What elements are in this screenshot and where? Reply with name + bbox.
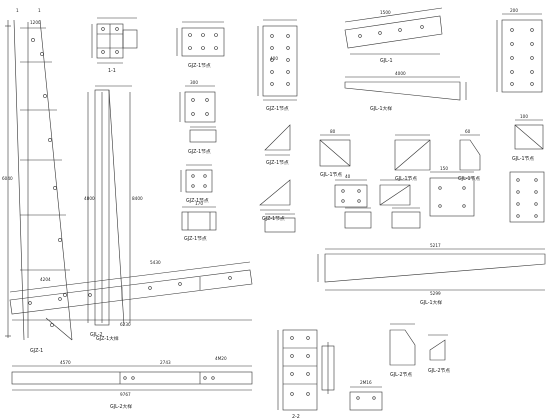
label-gjl2-b: GJL-2节点	[390, 372, 412, 378]
plate-gjl-bolt-b	[379, 179, 411, 206]
dim-150: 150	[440, 166, 448, 171]
dim-400: 400	[270, 56, 278, 61]
label-gjz-node-d: GJZ-1节点	[184, 236, 207, 242]
dim-80: 80	[330, 129, 336, 134]
plate-gjl-end	[496, 13, 543, 93]
dim-100: 100	[520, 114, 528, 119]
label-gjz-stiff-a: GJZ-1节点	[266, 160, 289, 166]
label-gjl2-c: GJL-2节点	[428, 368, 450, 374]
label-gjl1: GJL-1	[380, 58, 393, 64]
plate-gjl-bolt-d	[509, 171, 545, 223]
node-gjl-d	[514, 119, 544, 150]
label-gjl2: GJL-2	[90, 332, 103, 338]
section-1-1	[91, 17, 138, 64]
dim-5217: 5217	[430, 243, 441, 248]
beam-gjl1-side	[317, 248, 546, 291]
node-gjl2-b	[349, 386, 383, 411]
dim-2743: 2743	[160, 360, 171, 365]
dim-5299: 5299	[430, 291, 441, 296]
label-gjl-tri: GJL-1节点	[320, 172, 342, 178]
plate-gjz-node-b	[179, 85, 217, 143]
beam-gjl1-detail	[344, 76, 467, 101]
dim-300: 300	[190, 80, 198, 85]
label-section-1-1: 1-1	[108, 68, 116, 74]
stiffener-gjz-a	[264, 124, 291, 156]
dim-9767: 9767	[120, 392, 131, 397]
label-gjl-b: GJL-1节点	[395, 176, 417, 182]
dim-6230: 6230	[120, 322, 131, 327]
node-gjl2-a	[389, 323, 416, 366]
label-gjl-c: GJL-1节点	[458, 176, 480, 182]
section-2-2	[277, 329, 318, 411]
plate-gjl-bolt-e	[344, 207, 372, 229]
label-gjz-stiff-b: GJZ-1节点	[262, 216, 285, 222]
label-gjz1-detail: GJZ-1大样	[96, 335, 119, 342]
plate-gjl-bolt-a	[334, 179, 368, 208]
node-gjl-c	[459, 134, 481, 171]
dim-1200: 1200	[30, 20, 41, 25]
dim-1500: 1500	[380, 10, 391, 15]
dim-4570: 4570	[60, 360, 71, 365]
label-gjz1: GJZ-1	[30, 348, 43, 354]
beam-gjl2-detail	[11, 365, 253, 391]
dim-6040: 6040	[2, 176, 13, 181]
dim-4m20: 4M20	[215, 356, 227, 361]
stiffener-gjz-b	[259, 179, 291, 211]
label-gjz-node-e: GJZ-1节点	[266, 106, 289, 112]
section-2-2-side	[321, 342, 335, 394]
beam-gjl1	[344, 7, 443, 55]
node-gjl-b	[394, 134, 431, 171]
label-section-2-2: 2-2	[292, 414, 300, 420]
plate-gjl-bolt-f	[391, 207, 421, 229]
dim-4204: 4204	[40, 277, 51, 282]
plate-gjz-node-a	[176, 21, 225, 57]
column-gjz1	[5, 19, 73, 341]
dim-200: 200	[510, 8, 518, 13]
dim-top-a: 1	[16, 8, 19, 13]
plate-gjz-node-e	[257, 19, 298, 101]
dim-5430: 5430	[150, 260, 161, 265]
dim-top-b: 1	[38, 8, 41, 13]
label-gjl2-detail: GJL-2大样	[110, 403, 132, 410]
label-gjl1-detail: GJL-1大样	[370, 105, 392, 112]
node-gjl2-c	[428, 334, 448, 361]
plate-gjz-node-c	[180, 164, 213, 193]
label-gjz-node-a: GJZ-1节点	[188, 63, 211, 69]
dim-60: 60	[465, 129, 471, 134]
label-gjl1-side: GJL-1大样	[420, 299, 442, 306]
plate-gjl-bolt-c	[429, 171, 475, 217]
beam-gjl2	[9, 261, 253, 321]
label-gjz-node-c: GJZ-1节点	[186, 198, 209, 204]
node-gjl-a	[319, 134, 351, 167]
dim-2m16: 2M16	[360, 380, 372, 385]
stiffener-gjz-c	[264, 213, 296, 233]
plate-gjz-node-d	[181, 206, 217, 231]
dim-40: 40	[345, 174, 351, 179]
dim-4800: 4800	[84, 196, 95, 201]
label-gjl-d: GJL-1节点	[512, 156, 534, 162]
dim-170: 170	[195, 201, 203, 206]
label-gjz-node-b: GJZ-1节点	[188, 149, 211, 155]
dim-8400: 8400	[132, 196, 143, 201]
dim-4000: 4000	[395, 71, 406, 76]
